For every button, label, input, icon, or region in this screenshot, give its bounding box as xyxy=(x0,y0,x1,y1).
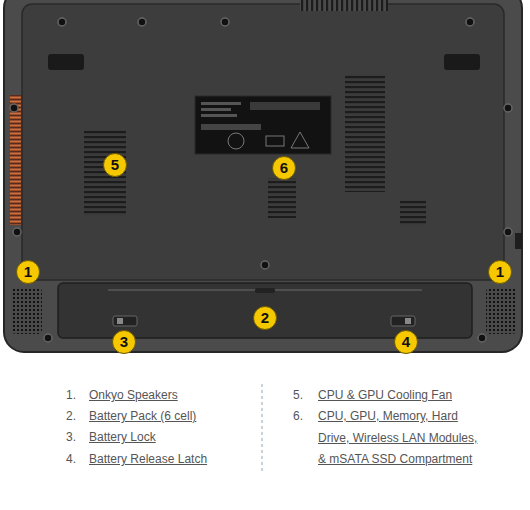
screw xyxy=(504,228,512,236)
sticker-print xyxy=(201,102,241,105)
battery-lock-slider xyxy=(113,316,137,326)
rubber-foot xyxy=(444,54,480,70)
side-port xyxy=(515,233,522,249)
column-separator xyxy=(262,384,263,472)
top-vent xyxy=(300,0,388,11)
callout-number: 6 xyxy=(272,156,296,180)
vent-grille xyxy=(268,178,296,218)
screw xyxy=(13,228,21,236)
regulatory-sticker xyxy=(195,96,331,154)
screw xyxy=(504,104,512,112)
screw xyxy=(10,104,18,112)
speaker-grille xyxy=(12,288,42,334)
slider-knob xyxy=(117,318,123,324)
part-name: CPU & GPU Cooling Fan xyxy=(318,385,508,407)
body-shell xyxy=(4,0,522,352)
vent-grille xyxy=(84,130,126,216)
slider-knob xyxy=(405,318,411,324)
screw xyxy=(221,18,229,26)
screw xyxy=(138,18,146,26)
part-name: Battery Pack (6 cell) xyxy=(89,406,254,428)
legend-number: 4. xyxy=(66,449,76,471)
part-name: Battery Release Latch xyxy=(89,449,254,471)
part-name: Battery Lock xyxy=(89,427,254,449)
callout-number: 1 xyxy=(16,260,40,284)
sticker-symbol xyxy=(266,136,284,146)
release-latch-slider xyxy=(391,316,415,326)
legend-number: 2. xyxy=(66,406,76,428)
sticker xyxy=(195,96,331,154)
sticker-print xyxy=(201,124,261,130)
screw xyxy=(261,261,269,269)
callout-number: 3 xyxy=(112,330,136,354)
copper-fins xyxy=(10,95,21,225)
speaker-grille xyxy=(486,288,516,334)
screw xyxy=(466,18,474,26)
legend-number: 3. xyxy=(66,427,76,449)
rubber-foot xyxy=(48,54,84,70)
screw xyxy=(44,334,52,342)
screw xyxy=(58,18,66,26)
sticker-symbol xyxy=(291,132,309,148)
legend-number: 6. xyxy=(293,406,303,428)
sticker-print xyxy=(201,114,237,117)
legend-number: 1. xyxy=(66,385,76,407)
compartment-panel xyxy=(22,4,504,280)
screws xyxy=(10,18,512,342)
screw xyxy=(478,334,486,342)
vent-grille xyxy=(345,74,385,192)
callout-number: 4 xyxy=(394,330,418,354)
callout-number: 2 xyxy=(253,306,277,330)
part-name: CPU, GPU, Memory, Hard Drive, Wireless L… xyxy=(318,406,486,471)
sticker-barcode xyxy=(250,102,320,110)
sticker-symbol xyxy=(228,133,244,149)
battery-notch xyxy=(255,288,275,293)
vent-grille xyxy=(400,200,426,226)
sticker-print xyxy=(201,108,231,111)
legend-number: 5. xyxy=(293,385,303,407)
callout-number: 1 xyxy=(488,260,512,284)
part-name: Onkyo Speakers xyxy=(89,385,254,407)
vents xyxy=(84,74,426,226)
callout-number: 5 xyxy=(103,153,127,177)
rubber-feet xyxy=(48,54,480,322)
laptop-body xyxy=(4,0,522,352)
